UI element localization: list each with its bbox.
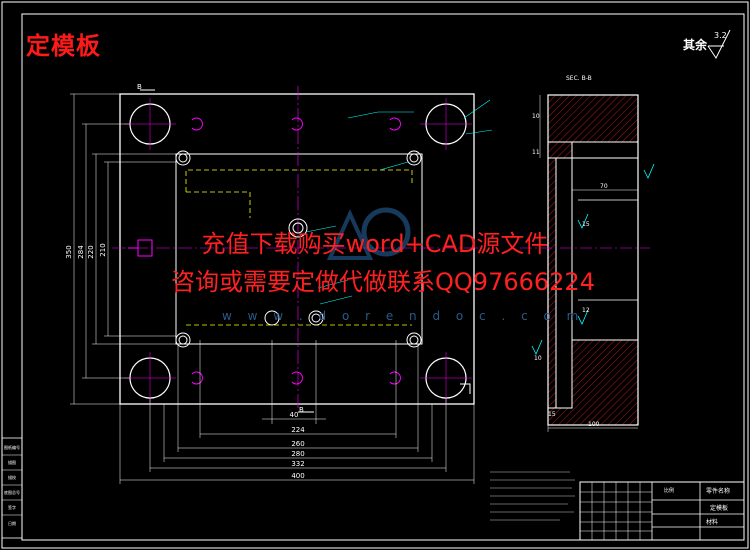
- sec-dim: 100: [588, 421, 600, 428]
- dim-left-1: 350: [65, 245, 73, 258]
- part-name-label: 零件名称: [706, 487, 730, 495]
- roughness-value: 3.2: [714, 31, 727, 40]
- section-mark-bottom: B: [299, 406, 304, 414]
- dim-bottom-6: 400: [291, 472, 304, 480]
- strip-label: 底图总号: [4, 489, 20, 495]
- section-mark-top: B: [137, 83, 142, 91]
- thread-marks: [191, 117, 401, 385]
- part-name: 定模板: [710, 504, 728, 512]
- dim-bottom-5: 332: [291, 460, 304, 468]
- sec-dim: 70: [600, 183, 608, 190]
- strip-label: 日期: [8, 520, 16, 526]
- cavity-pocket: [175, 153, 423, 345]
- scale-label: 比例: [664, 487, 674, 494]
- tech-notes: [490, 471, 575, 521]
- dim-left-2: 284: [77, 245, 85, 259]
- dim-left-3: 220: [87, 245, 95, 258]
- dim-lines-bottom: [119, 340, 475, 484]
- sec-dim: 12: [582, 307, 590, 314]
- dim-bottom-1: 40: [290, 411, 299, 419]
- strip-label: 描图: [8, 459, 16, 465]
- watermark-url: w w w . d o r e n d o c . c o m: [222, 309, 585, 323]
- roughness-symbol: 3.2: [707, 29, 731, 59]
- sec-dim: 11: [532, 149, 540, 156]
- roughness-label: 其余: [683, 38, 708, 52]
- section-label: SEC. B-B: [566, 75, 592, 82]
- main-view: B B 40 224 260 280 332 400: [65, 83, 493, 484]
- watermark-logo: [326, 207, 411, 260]
- section-markers: [140, 89, 314, 413]
- section-view: SEC. B-B: [520, 75, 655, 432]
- dim-bottom-2: 224: [291, 426, 305, 434]
- strip-label: 签字: [8, 504, 16, 510]
- strip-label: 图纸编号: [4, 444, 20, 450]
- watermark-line-2: 咨询或需要定做代做联系QQ97666224: [171, 268, 595, 296]
- dim-bottom-3: 260: [291, 440, 304, 448]
- screw-holes: [175, 150, 422, 348]
- drawing-title: 定模板: [26, 32, 101, 60]
- sec-dim: 10: [534, 355, 542, 362]
- sec-dim: 15: [582, 221, 590, 228]
- sec-dim: 10: [532, 113, 540, 120]
- dim-bottom-4: 280: [291, 450, 304, 458]
- plate-outline: [119, 93, 475, 405]
- material-label: 材料: [706, 518, 718, 526]
- dim-left-4: 210: [99, 243, 107, 256]
- inner-frame: [21, 13, 745, 541]
- sec-dim: 15: [548, 411, 556, 418]
- title-block: 零件名称 定模板 比例 材料: [579, 481, 745, 541]
- watermark-line-1: 充值下载购买word+CAD源文件: [201, 230, 549, 258]
- left-strip: 图纸编号 描图 描校 底图总号 签字 日期: [1, 437, 23, 539]
- dim-lines-left: [70, 93, 176, 405]
- strip-label: 描校: [8, 474, 16, 480]
